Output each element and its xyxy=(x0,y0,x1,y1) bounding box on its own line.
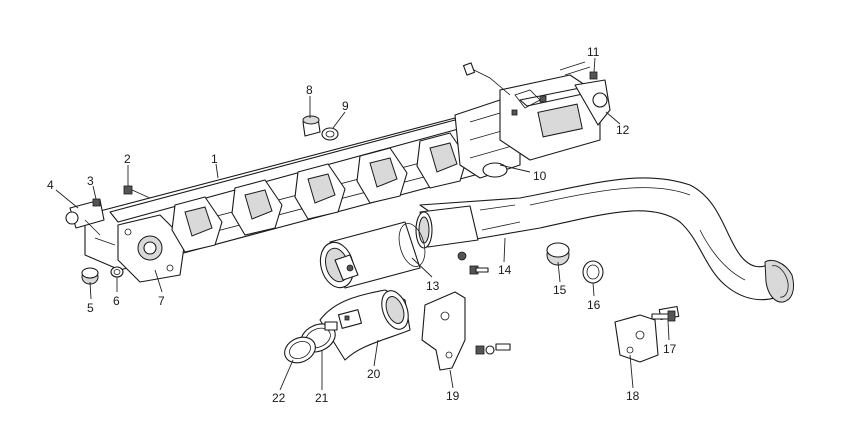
stud-bolt xyxy=(123,185,151,199)
mounting-bracket xyxy=(614,314,659,363)
flex-pipe-section xyxy=(319,221,467,289)
callout-2: 2 xyxy=(124,152,131,166)
callout-16: 16 xyxy=(587,298,601,312)
manifold-port-1 xyxy=(171,196,223,253)
callout-6: 6 xyxy=(113,294,120,308)
callout-5: 5 xyxy=(87,301,94,315)
callout-20: 20 xyxy=(367,367,381,381)
callout-22: 22 xyxy=(272,391,286,405)
callout-7: 7 xyxy=(158,294,165,308)
leader-lines xyxy=(55,57,670,391)
callout-14: 14 xyxy=(498,263,512,277)
actuator-bolt xyxy=(589,71,598,80)
seal-ring xyxy=(284,336,316,364)
callout-11: 11 xyxy=(587,45,600,59)
sensor-plug xyxy=(302,115,321,137)
callout-12: 12 xyxy=(616,123,630,137)
callout-10: 10 xyxy=(533,169,547,183)
drain-plug xyxy=(81,267,99,285)
callout-15: 15 xyxy=(553,283,567,297)
callout-8: 8 xyxy=(306,83,313,97)
plug-cap xyxy=(546,242,570,266)
callout-18: 18 xyxy=(626,389,640,403)
sealing-washer xyxy=(321,127,339,141)
gasket-ring xyxy=(582,260,604,284)
callout-13: 13 xyxy=(426,279,440,293)
pipe-bolt xyxy=(469,265,489,275)
callout-3: 3 xyxy=(87,174,94,188)
bracket-bolt xyxy=(651,310,676,322)
callout-21: 21 xyxy=(315,391,329,405)
manifold-port-2 xyxy=(231,179,283,236)
egr-valve xyxy=(462,61,611,161)
callout-19: 19 xyxy=(446,389,460,403)
manifold-port-4 xyxy=(356,147,408,204)
nut xyxy=(92,198,101,207)
callout-4: 4 xyxy=(47,178,54,192)
callout-1: 1 xyxy=(211,152,218,166)
exhaust-pipe xyxy=(415,177,795,321)
callout-numbers: 1 2 3 4 5 6 7 8 9 10 11 12 13 14 15 16 1… xyxy=(47,45,677,405)
small-washer xyxy=(110,266,124,278)
elbow-pipe xyxy=(319,289,411,361)
manifold-port-5 xyxy=(416,132,468,189)
exhaust-manifold xyxy=(65,117,476,283)
manifold-port-3 xyxy=(294,163,346,220)
pipe-bracket xyxy=(421,291,511,371)
callout-17: 17 xyxy=(663,342,677,356)
callout-9: 9 xyxy=(342,99,349,113)
